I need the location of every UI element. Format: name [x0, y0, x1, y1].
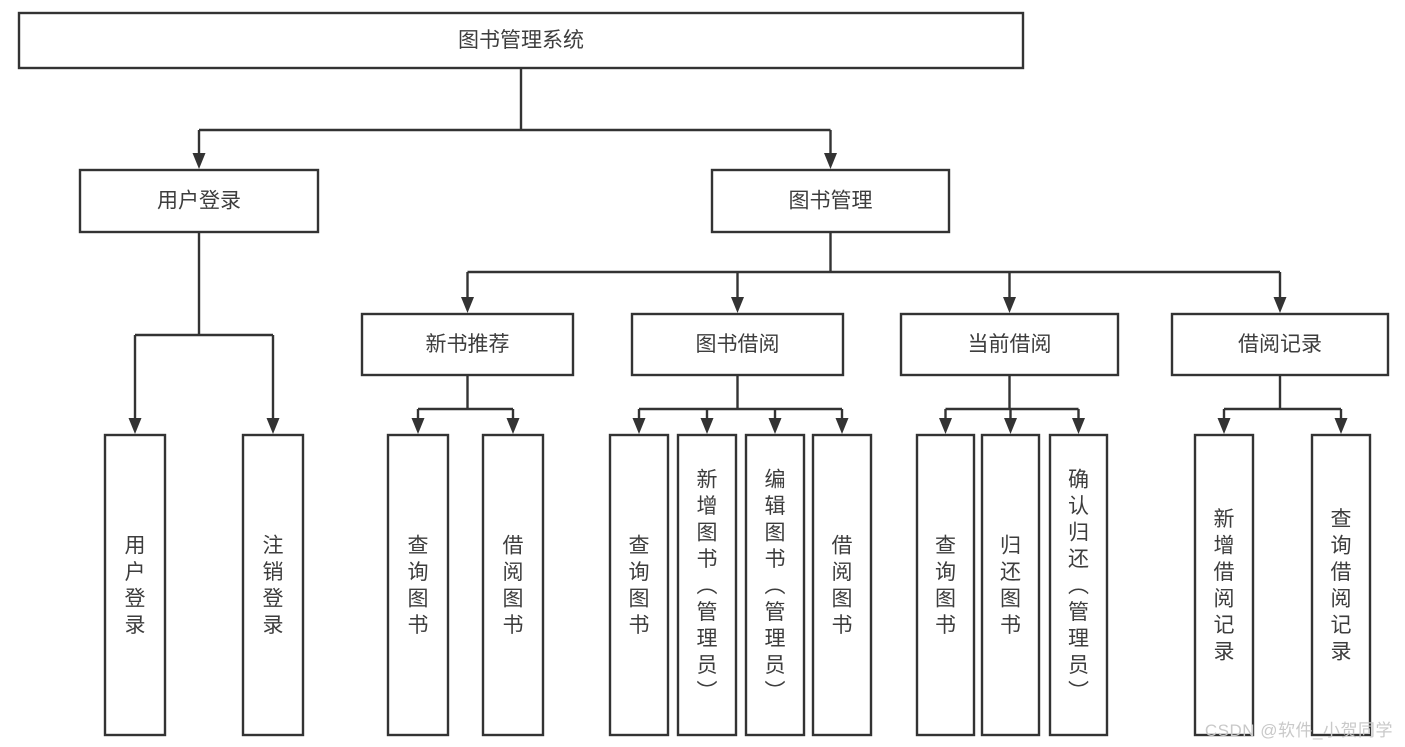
- arrowhead-leaf-query-book-2: [632, 418, 646, 434]
- node-root[interactable]: 图书管理系统: [17, 11, 1025, 70]
- arrowhead-leaf-query-book-1: [411, 418, 425, 434]
- node-label-leaf-query-book-1: 查询图书: [408, 535, 429, 638]
- node-borrow-record[interactable]: 借阅记录: [1170, 312, 1390, 377]
- node-label-current-borrow: 当前借阅: [968, 333, 1052, 356]
- arrowhead-leaf-borrow-book-2: [835, 418, 849, 434]
- node-label-leaf-confirm-return: 确认归还︵管理员︶: [1068, 468, 1089, 703]
- node-box-leaf-query-book-2: [608, 433, 670, 737]
- node-box-user-login: [78, 168, 320, 234]
- node-box-leaf-add-record: [1193, 433, 1255, 737]
- node-leaf-user-login[interactable]: 用户登录: [103, 433, 167, 737]
- node-box-root: [17, 11, 1025, 70]
- node-label-user-login: 用户登录: [157, 190, 241, 213]
- arrowhead-leaf-query-record: [1334, 418, 1348, 434]
- node-box-leaf-edit-book: [744, 433, 806, 737]
- arrowhead-leaf-logout: [266, 418, 280, 434]
- node-box-leaf-query-book-3: [915, 433, 976, 737]
- node-book-manage[interactable]: 图书管理: [710, 168, 951, 234]
- arrowhead-current-borrow: [1003, 297, 1016, 313]
- node-box-leaf-confirm-return: [1048, 433, 1109, 737]
- arrowhead-leaf-query-book-3: [939, 418, 952, 434]
- node-label-book-manage: 图书管理: [789, 190, 873, 213]
- node-box-leaf-add-book: [676, 433, 738, 737]
- arrowhead-book-borrow: [731, 297, 744, 313]
- node-leaf-query-book-2[interactable]: 查询图书: [608, 433, 670, 737]
- node-layer: 图书管理系统用户登录图书管理新书推荐图书借阅当前借阅借阅记录用户登录注销登录查询…: [17, 11, 1390, 737]
- node-label-leaf-borrow-book-2: 借阅图书: [832, 535, 853, 638]
- node-leaf-edit-book[interactable]: 编辑图书︵管理员︶: [744, 433, 806, 737]
- node-leaf-add-book[interactable]: 新增图书︵管理员︶: [676, 433, 738, 737]
- node-label-leaf-query-book-3: 查询图书: [935, 535, 956, 638]
- node-book-borrow[interactable]: 图书借阅: [630, 312, 845, 377]
- node-box-borrow-record: [1170, 312, 1390, 377]
- node-current-borrow[interactable]: 当前借阅: [899, 312, 1120, 377]
- node-box-book-manage: [710, 168, 951, 234]
- arrowhead-leaf-borrow-book-1: [506, 418, 520, 434]
- node-label-borrow-record: 借阅记录: [1238, 333, 1322, 356]
- node-label-leaf-borrow-book-1: 借阅图书: [503, 535, 524, 638]
- node-leaf-confirm-return[interactable]: 确认归还︵管理员︶: [1048, 433, 1109, 737]
- connector-layer: [128, 68, 1348, 434]
- arrowhead-new-book-recommend: [461, 297, 474, 313]
- arrowhead-leaf-edit-book: [768, 418, 782, 434]
- node-user-login[interactable]: 用户登录: [78, 168, 320, 234]
- node-leaf-borrow-book-2[interactable]: 借阅图书: [811, 433, 873, 737]
- node-label-leaf-logout: 注销登录: [263, 535, 284, 638]
- node-box-leaf-logout: [241, 433, 305, 737]
- arrowhead-leaf-add-record: [1217, 418, 1231, 434]
- node-label-leaf-user-login: 用户登录: [125, 535, 146, 638]
- arrowhead-book-manage: [824, 153, 837, 169]
- arrowhead-leaf-user-login: [128, 418, 142, 434]
- node-box-new-book-recommend: [360, 312, 575, 377]
- node-box-leaf-borrow-book-1: [481, 433, 545, 737]
- node-label-book-borrow: 图书借阅: [696, 333, 780, 356]
- arrowhead-borrow-record: [1273, 297, 1287, 313]
- arrowhead-leaf-return-book: [1004, 418, 1017, 434]
- node-label-leaf-edit-book: 编辑图书︵管理员︶: [765, 468, 786, 703]
- arrowhead-user-login: [192, 153, 206, 169]
- node-box-leaf-query-book-1: [386, 433, 450, 737]
- node-leaf-query-book-1[interactable]: 查询图书: [386, 433, 450, 737]
- node-label-root: 图书管理系统: [458, 29, 584, 52]
- node-box-leaf-user-login: [103, 433, 167, 737]
- node-box-leaf-query-record: [1310, 433, 1372, 737]
- node-label-leaf-return-book: 归还图书: [1000, 535, 1021, 638]
- arrowhead-leaf-add-book: [700, 418, 714, 434]
- node-new-book-recommend[interactable]: 新书推荐: [360, 312, 575, 377]
- node-leaf-logout[interactable]: 注销登录: [241, 433, 305, 737]
- node-label-leaf-add-record: 新增借阅记录: [1214, 508, 1235, 664]
- node-leaf-add-record[interactable]: 新增借阅记录: [1193, 433, 1255, 737]
- node-leaf-borrow-book-1[interactable]: 借阅图书: [481, 433, 545, 737]
- node-label-leaf-query-record: 查询借阅记录: [1331, 508, 1352, 664]
- node-box-book-borrow: [630, 312, 845, 377]
- node-leaf-query-record[interactable]: 查询借阅记录: [1310, 433, 1372, 737]
- node-box-leaf-return-book: [980, 433, 1041, 737]
- node-leaf-return-book[interactable]: 归还图书: [980, 433, 1041, 737]
- node-leaf-query-book-3[interactable]: 查询图书: [915, 433, 976, 737]
- node-label-leaf-add-book: 新增图书︵管理员︶: [697, 468, 718, 703]
- node-label-new-book-recommend: 新书推荐: [426, 333, 510, 356]
- node-box-leaf-borrow-book-2: [811, 433, 873, 737]
- node-label-leaf-query-book-2: 查询图书: [629, 535, 650, 638]
- arrowhead-leaf-confirm-return: [1072, 418, 1085, 434]
- node-box-current-borrow: [899, 312, 1120, 377]
